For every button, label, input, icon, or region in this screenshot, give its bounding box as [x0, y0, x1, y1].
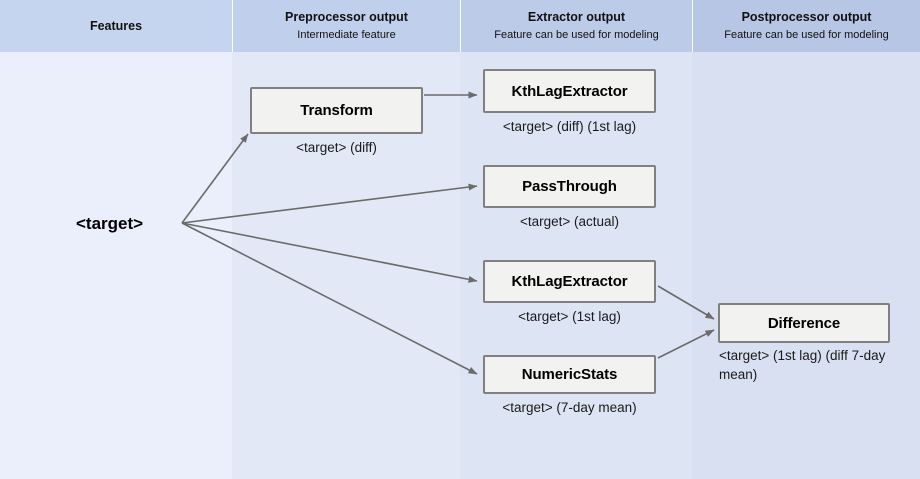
node-transform[interactable]: Transform	[250, 87, 423, 134]
header-subtitle-preprocessor: Intermediate feature	[297, 28, 396, 41]
caption-transform: <target> (diff)	[296, 140, 377, 155]
node-numericstats[interactable]: NumericStats	[483, 355, 656, 394]
header-cell-postprocessor: Postprocessor output Feature can be used…	[692, 0, 920, 52]
header-subtitle-postprocessor: Feature can be used for modeling	[724, 28, 889, 41]
header-title-features: Features	[89, 18, 143, 33]
header-title-postprocessor: Postprocessor output	[741, 9, 872, 24]
header-cell-preprocessor: Preprocessor output Intermediate feature	[232, 0, 460, 52]
node-passthrough[interactable]: PassThrough	[483, 165, 656, 208]
header-title-preprocessor: Preprocessor output	[285, 9, 408, 24]
node-kthlagextractor[interactable]: KthLagExtractor	[483, 260, 656, 303]
caption-kthlagextractor-diff: <target> (diff) (1st lag)	[502, 119, 637, 134]
header-cell-extractor: Extractor output Feature can be used for…	[460, 0, 692, 52]
header-cell-features: Features	[0, 0, 232, 52]
caption-numericstats: <target> (7-day mean)	[502, 400, 637, 415]
caption-kthlagextractor: <target> (1st lag)	[518, 309, 621, 324]
caption-passthrough: <target> (actual)	[519, 214, 620, 229]
column-band-features	[0, 0, 232, 479]
column-band-postprocessor	[692, 0, 920, 479]
node-difference[interactable]: Difference	[718, 303, 890, 343]
header-subtitle-extractor: Feature can be used for modeling	[494, 28, 659, 41]
column-band-preprocessor	[232, 0, 460, 479]
root-feature-label: <target>	[76, 214, 144, 233]
node-kthlagextractor-diff[interactable]: KthLagExtractor	[483, 69, 656, 113]
header-title-extractor: Extractor output	[527, 9, 626, 24]
caption-difference: <target> (1st lag) (diff 7-day mean)	[719, 348, 886, 382]
